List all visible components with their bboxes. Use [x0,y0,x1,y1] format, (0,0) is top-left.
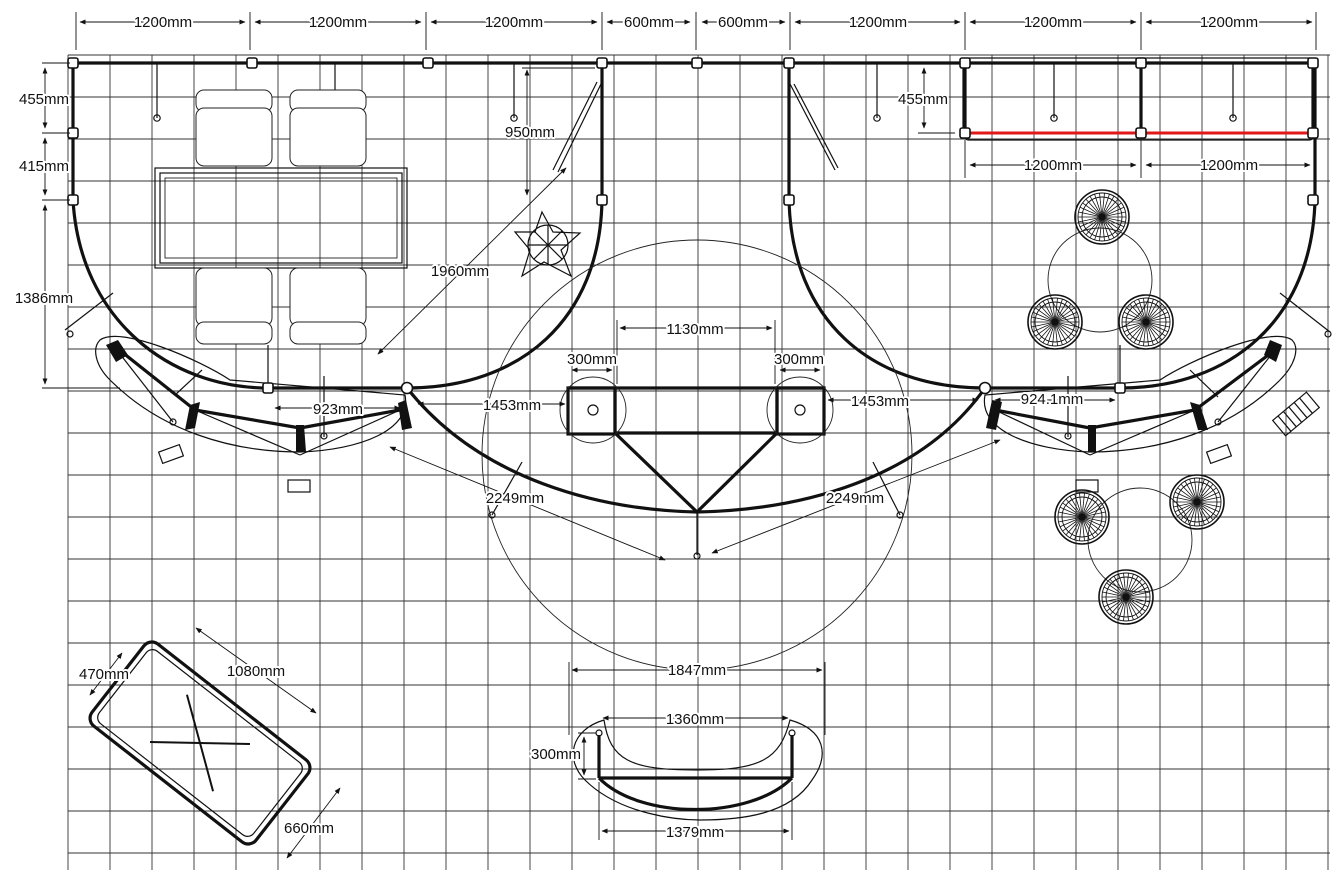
center-circle [481,239,913,671]
top-dim-2: 1200mm [309,14,367,31]
corner-width-1: 1200mm [1024,157,1082,174]
dimension-labels: 1200mm 1200mm 1200mm 600mm 600mm 1200mm … [13,12,1260,843]
right-bowl [787,199,1317,390]
bar-stool [1169,474,1225,530]
right-offset-label: 924.1mm [1021,391,1084,408]
table-length-2-label: 660mm [284,820,334,837]
top-dim-5: 600mm [718,14,768,31]
bar-stool [1074,189,1130,245]
left-offset-label: 923mm [313,401,363,418]
center-span-label: 1130mm [666,321,723,338]
bar-stools [1027,189,1225,625]
bar-stool [1118,294,1174,350]
corner-height-label: 455mm [898,91,948,108]
counter-depth-label: 300mm [531,746,581,763]
table-width-label: 470mm [79,666,129,683]
left-brace-outline [95,335,407,453]
left-dim-3: 1386mm [15,290,73,307]
left-dim-1: 455mm [19,91,69,108]
right-pod-box [775,386,826,436]
left-dim-2: 415mm [19,158,69,175]
dimension-lines [42,12,1317,859]
top-dim-4: 600mm [624,14,674,31]
top-dim-7: 1200mm [1024,14,1082,31]
diagonal-label: 1960mm [431,263,489,280]
right-brace-outline [983,335,1297,453]
drop-label: 950mm [505,124,555,141]
top-dim-6: 1200mm [849,14,907,31]
pod-left-label: 300mm [567,351,617,368]
top-dim-1: 1200mm [134,14,192,31]
reception-counter [572,719,823,821]
bar-stool [1027,294,1083,350]
meeting-table-set [154,89,408,345]
counter-front-label: 1379mm [666,824,724,841]
bar-stool [1054,489,1110,545]
left-pod-box [566,386,617,436]
counter-outer-label: 1847mm [668,662,726,679]
corner-width-2: 1200mm [1200,157,1258,174]
wall-joints [67,57,1319,395]
pod-right-label: 300mm [774,351,824,368]
left-span-label: 1453mm [483,397,541,414]
bar-stool [1098,569,1154,625]
radius-left-label: 2249mm [486,490,544,507]
right-span-label: 1453mm [851,393,909,410]
top-dim-8: 1200mm [1200,14,1258,31]
radius-right-label: 2249mm [826,490,884,507]
top-dim-3: 1200mm [485,14,543,31]
plant-symbol [513,210,582,278]
table-length-label: 1080mm [227,663,285,680]
counter-inner-label: 1360mm [666,711,724,728]
